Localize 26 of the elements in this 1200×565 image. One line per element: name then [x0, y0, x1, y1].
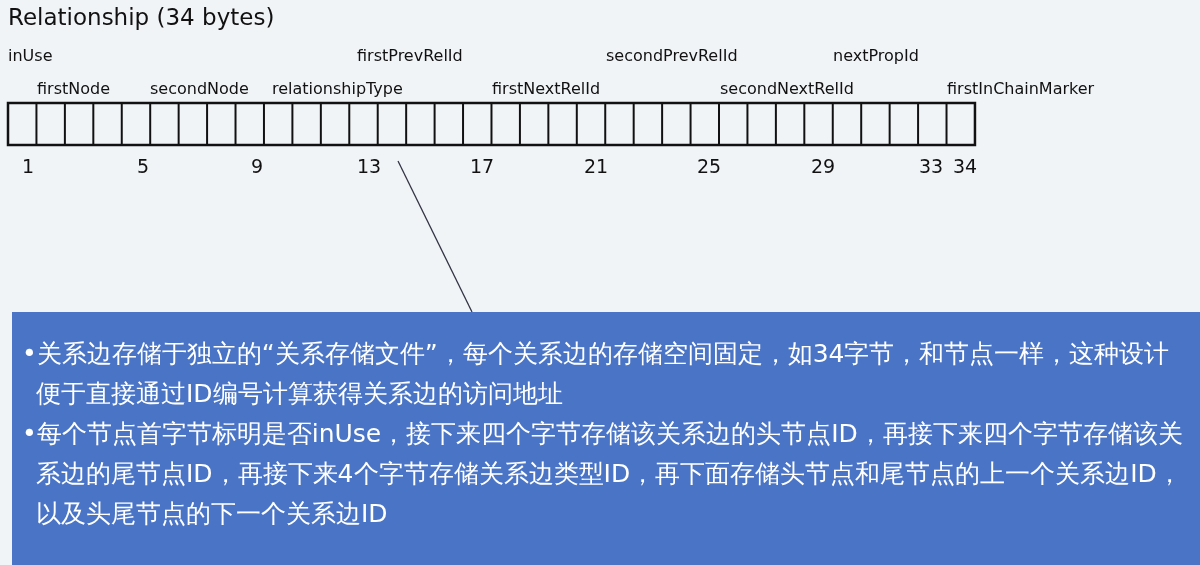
- byte-offset: 34: [953, 155, 978, 177]
- byte-offset: 17: [470, 155, 495, 177]
- bullet-text: •每个节点首字节标明是否inUse，接下来四个字节存储该关系边的头节点ID，再接下来四个字节存储该关系边的尾节点ID，再接下来4个字节存储关系边类型ID，再下面存储头节点和尾节点的上一个关系边ID，以及头尾节点的下一个关系边ID: [22, 418, 1184, 530]
- diagram-title: Relationship (34 bytes): [8, 4, 275, 30]
- leader-line: [397, 160, 473, 313]
- field-label: firstNextRelId: [492, 79, 601, 98]
- field-label: secondPrevRelId: [606, 46, 738, 65]
- field-label: firstPrevRelId: [357, 46, 463, 65]
- byte-offset: 5: [137, 155, 150, 177]
- field-label: relationshipType: [272, 79, 403, 98]
- bullet-text: •关系边存储于独立的“关系存储文件”，每个关系边的存储空间固定，如34字节，和节点一样，这种设计便于直接通过ID编号计算获得关系边的访问地址: [22, 338, 1171, 410]
- field-label: secondNode: [150, 79, 249, 98]
- byte-offset: 21: [584, 155, 609, 177]
- byte-offset: 33: [919, 155, 944, 177]
- byte-offset: 29: [811, 155, 836, 177]
- byte-offset: 13: [357, 155, 382, 177]
- byte-array: [6, 101, 977, 147]
- field-label: firstInChainMarker: [947, 79, 1095, 98]
- byte-offset: 1: [22, 155, 35, 177]
- field-label: inUse: [8, 46, 53, 65]
- field-label: firstNode: [37, 79, 111, 98]
- field-label: nextPropId: [833, 46, 919, 65]
- field-label: secondNextRelId: [720, 79, 854, 98]
- text-panel: [12, 312, 1200, 565]
- byte-offset: 9: [251, 155, 264, 177]
- byte-offset: 25: [697, 155, 722, 177]
